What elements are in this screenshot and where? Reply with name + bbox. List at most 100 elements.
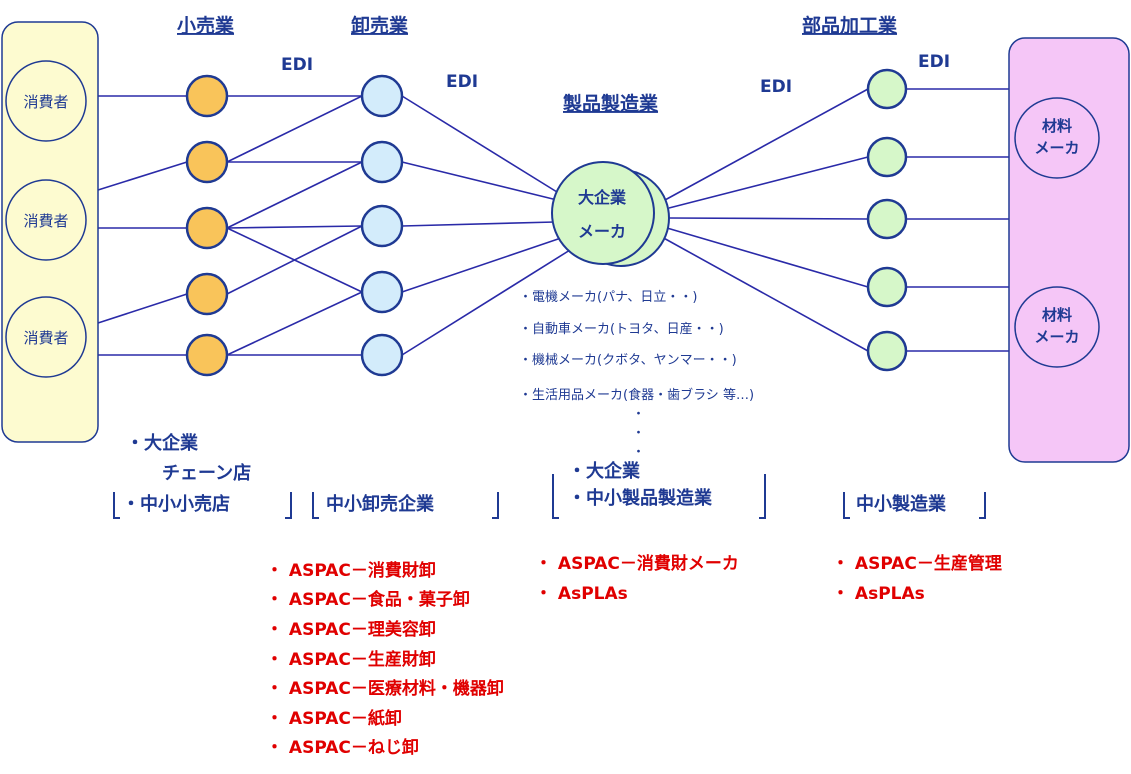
material-maker-line1: 材料 bbox=[1042, 306, 1072, 324]
wholesale-node bbox=[360, 140, 404, 184]
connection-line bbox=[97, 293, 188, 324]
connection-line bbox=[401, 249, 571, 356]
connection-line bbox=[226, 291, 363, 356]
connection-line bbox=[226, 225, 363, 229]
connection-lines bbox=[86, 88, 1009, 356]
product-item: ・ ASPAC－生産財卸 bbox=[266, 649, 436, 670]
group-retail-bracket-right bbox=[285, 492, 292, 519]
header-parts: 部品加工業 bbox=[802, 14, 898, 37]
group-parts: 中小製造業 bbox=[843, 492, 986, 519]
maker-list-item: ・電機メーカ(パナ、日立・・) bbox=[519, 290, 698, 305]
wholesale-nodes bbox=[360, 74, 404, 377]
maker-list-item: ・自動車メーカ(トヨタ、日産・・) bbox=[519, 321, 724, 337]
group-wholesale-line1: 中小卸売企業 bbox=[326, 493, 435, 515]
edi-label-retail-wholesale: EDI bbox=[281, 55, 313, 75]
parts-node bbox=[866, 266, 908, 308]
retail-node bbox=[185, 272, 229, 316]
parts-node bbox=[866, 68, 908, 110]
connection-line bbox=[664, 88, 869, 201]
maker-list-item: ・機械メーカ(クボタ、ヤンマー・・) bbox=[519, 353, 737, 368]
header-retail: 小売業 bbox=[177, 14, 235, 37]
group-wholesale-bracket-right bbox=[492, 492, 499, 519]
maker-list: ・電機メーカ(パナ、日立・・) ・自動車メーカ(トヨタ、日産・・) ・機械メーカ… bbox=[519, 290, 754, 460]
ellipsis-dot: ・ bbox=[632, 445, 645, 460]
connection-line bbox=[401, 161, 558, 201]
product-item: ・ AsPLAs bbox=[832, 584, 925, 604]
parts-node bbox=[866, 136, 908, 178]
connection-line bbox=[226, 225, 363, 295]
material-maker-node-1: 材料 メーカ bbox=[1014, 97, 1100, 179]
consumer-label: 消費者 bbox=[23, 212, 68, 230]
maker-list-item: ・生活用品メーカ(食器・歯ブラシ 等…) bbox=[519, 387, 754, 403]
wholesale-node bbox=[360, 333, 404, 377]
material-maker-node-2: 材料 メーカ bbox=[1014, 286, 1100, 368]
retail-node bbox=[185, 140, 229, 184]
material-maker-line2: メーカ bbox=[1034, 139, 1079, 157]
group-parts-bracket-left bbox=[843, 492, 850, 519]
products-parts: ・ ASPAC－生産管理 ・ AsPLAs bbox=[832, 553, 1002, 604]
consumer-node-1: 消費者 bbox=[5, 60, 87, 142]
ellipsis-dot: ・ bbox=[632, 407, 645, 422]
parts-node bbox=[866, 330, 908, 372]
connection-line bbox=[668, 217, 869, 220]
consumer-label: 消費者 bbox=[23, 93, 68, 111]
group-manufacturing-line1: ・大企業 bbox=[568, 460, 641, 482]
header-wholesale: 卸売業 bbox=[351, 14, 409, 37]
connection-line bbox=[226, 95, 363, 163]
group-retail-bracket-left bbox=[113, 492, 120, 519]
retail-nodes bbox=[185, 74, 229, 377]
connection-line bbox=[97, 161, 188, 191]
consumer-label: 消費者 bbox=[23, 329, 68, 347]
edi-label-wholesale-maker: EDI bbox=[446, 72, 478, 92]
ellipsis-dot: ・ bbox=[632, 426, 645, 441]
group-manufacturing: ・大企業 ・中小製品製造業 bbox=[552, 460, 766, 519]
parts-nodes bbox=[866, 68, 908, 372]
parts-node bbox=[866, 198, 908, 240]
group-manufacturing-line2: ・中小製品製造業 bbox=[568, 487, 713, 509]
product-item: ・ ASPAC－医療材料・機器卸 bbox=[266, 678, 504, 699]
product-item: ・ ASPAC－食品・菓子卸 bbox=[266, 589, 470, 610]
retail-node bbox=[185, 333, 229, 377]
group-parts-line1: 中小製造業 bbox=[856, 493, 947, 515]
product-item: ・ ASPAC－消費財卸 bbox=[266, 560, 436, 581]
product-item: ・ ASPAC－消費財メーカ bbox=[535, 553, 739, 574]
product-item: ・ AsPLAs bbox=[535, 584, 628, 604]
wholesale-node bbox=[360, 204, 404, 248]
wholesale-node bbox=[360, 270, 404, 314]
edi-label-parts-material: EDI bbox=[918, 52, 950, 72]
group-manufacturing-bracket-right bbox=[759, 474, 766, 519]
material-maker-line2: メーカ bbox=[1034, 328, 1079, 346]
group-retail-line2: チェーン店 bbox=[162, 462, 251, 484]
retail-node bbox=[185, 206, 229, 250]
connection-line bbox=[659, 235, 869, 352]
connection-line bbox=[226, 161, 363, 229]
connection-line bbox=[401, 95, 558, 193]
group-wholesale-bracket-left bbox=[312, 492, 319, 519]
edi-label-maker-parts: EDI bbox=[760, 77, 792, 97]
connection-line bbox=[666, 227, 869, 288]
group-retail: ・大企業 チェーン店 ・中小小売店 bbox=[113, 432, 292, 519]
product-item: ・ ASPAC－理美容卸 bbox=[266, 619, 436, 640]
product-item: ・ ASPAC－ねじ卸 bbox=[266, 737, 419, 758]
products-manufacturing: ・ ASPAC－消費財メーカ ・ AsPLAs bbox=[535, 553, 739, 604]
group-retail-line1: ・大企業 bbox=[126, 432, 199, 454]
group-manufacturing-bracket-left bbox=[552, 474, 559, 519]
connection-line bbox=[401, 221, 556, 227]
big-maker-line1: 大企業 bbox=[578, 188, 627, 207]
header-manufacturing: 製品製造業 bbox=[562, 92, 659, 115]
product-item: ・ ASPAC－紙卸 bbox=[266, 708, 402, 729]
consumer-node-3: 消費者 bbox=[5, 296, 87, 378]
products-wholesale: ・ ASPAC－消費財卸 ・ ASPAC－食品・菓子卸 ・ ASPAC－理美容卸… bbox=[266, 560, 504, 758]
product-item: ・ ASPAC－生産管理 bbox=[832, 553, 1002, 574]
big-maker-node: 大企業 メーカ bbox=[551, 161, 670, 267]
group-parts-bracket-right bbox=[979, 492, 986, 519]
material-maker-line1: 材料 bbox=[1042, 117, 1072, 135]
wholesale-node bbox=[360, 74, 404, 118]
big-maker-line2: メーカ bbox=[578, 222, 626, 241]
connection-line bbox=[668, 156, 869, 209]
group-wholesale: 中小卸売企業 bbox=[312, 492, 499, 519]
group-retail-line3: ・中小小売店 bbox=[122, 493, 230, 515]
retail-node bbox=[185, 74, 229, 118]
consumer-node-2: 消費者 bbox=[5, 179, 87, 261]
